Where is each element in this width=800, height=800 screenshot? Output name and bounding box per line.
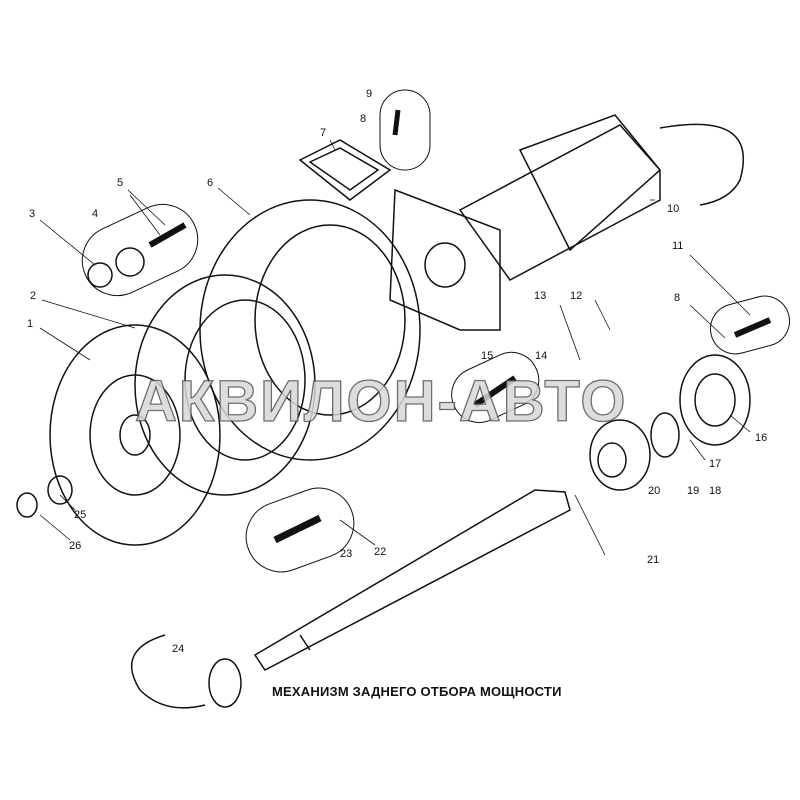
pressure-plate (134, 274, 316, 496)
bolt-9 (379, 89, 431, 171)
shaft-housing (458, 114, 745, 281)
label-13: 13 (534, 290, 547, 302)
label-19: 19 (687, 485, 700, 497)
label-17: 17 (709, 458, 722, 470)
bushing-25 (47, 475, 73, 505)
label-16: 16 (755, 432, 768, 444)
bolt-23 (273, 514, 322, 544)
label-4: 4 (92, 208, 99, 220)
label-7: 7 (320, 127, 327, 139)
label-25: 25 (74, 509, 87, 521)
label-24: 24 (172, 643, 185, 655)
nut-26 (16, 492, 38, 518)
diagram-title: МЕХАНИЗМ ЗАДНЕГО ОТБОРА МОЩНОСТИ (272, 684, 562, 699)
bolt-14 (473, 375, 517, 408)
gasket (298, 139, 392, 201)
watermark: АКВИЛОН-АВТО (134, 368, 628, 434)
label-20: 20 (648, 485, 661, 497)
label-3: 3 (29, 208, 36, 220)
label-10: 10 (667, 203, 680, 215)
label-26: 26 (69, 540, 82, 552)
leader-lines (39, 139, 751, 556)
label-15: 15 (481, 350, 494, 362)
bolt-11 (733, 317, 772, 338)
label-1: 1 (27, 318, 34, 330)
bolt-23-group (245, 487, 355, 573)
label-18: 18 (709, 485, 722, 497)
washer-24 (208, 658, 242, 708)
label-2: 2 (30, 290, 37, 302)
label-8-right: 8 (674, 292, 681, 304)
label-11: 11 (672, 240, 684, 252)
label-22: 22 (374, 546, 387, 558)
label-5: 5 (117, 177, 124, 189)
label-6: 6 (207, 177, 214, 189)
label-9: 9 (366, 88, 373, 100)
label-14: 14 (535, 350, 548, 362)
label-23: 23 (340, 548, 353, 560)
rotation-arrow (131, 634, 206, 709)
spring-group (81, 203, 199, 297)
bearing-cover (679, 354, 751, 446)
housing (199, 188, 501, 461)
bolt-14-group (451, 351, 540, 424)
label-21: 21 (647, 554, 660, 566)
bolt-11-group (710, 295, 790, 355)
label-12: 12 (570, 290, 583, 302)
bearing (589, 412, 680, 491)
label-8-top: 8 (360, 113, 367, 125)
output-shaft (253, 489, 571, 671)
